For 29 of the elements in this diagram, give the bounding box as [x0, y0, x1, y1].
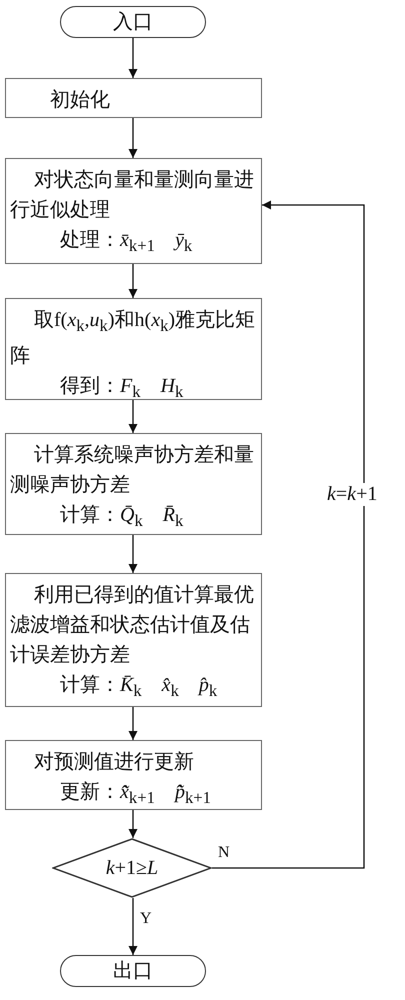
- step-text: 初始化: [49, 88, 111, 113]
- process-box: [5, 78, 262, 118]
- step-text: k+1≥L: [106, 856, 158, 881]
- process-box: [5, 158, 262, 264]
- process-box: [5, 573, 262, 707]
- formula-text: 计算：Q̄$_{k}$ R̄$_{k}$: [59, 503, 184, 532]
- arrow: [128, 535, 138, 573]
- loop-label: k=k+1: [327, 483, 378, 506]
- process-box: [5, 298, 262, 400]
- arrow: [128, 810, 138, 838]
- process-box: [5, 433, 262, 535]
- step-text: 取f(x$_{k}$,u$_{k}$)和h(x$_{k}$)雅克比矩阵: [10, 308, 256, 369]
- formula-text: 处理：x̄$_{k+1}$ ȳ$_{k}$: [59, 228, 194, 257]
- process-box: [5, 740, 262, 810]
- formula-text: 更新：x̂̃$_{k+1}$ p̂̃$_{k+1}$: [59, 780, 212, 809]
- step-text: 计算系统噪声协方差和量测噪声协方差: [10, 443, 255, 498]
- formula-text: 得到：F$_{k}$ H$_{k}$: [59, 374, 184, 403]
- arrow: [128, 38, 138, 78]
- arrow: [128, 118, 138, 158]
- arrow: [128, 264, 138, 298]
- arrow: [128, 898, 138, 955]
- step-text: 入口: [113, 10, 153, 35]
- step-text: 出口: [113, 959, 153, 984]
- decision-diamond: [52, 838, 212, 898]
- step-text: 对预测值进行更新: [33, 750, 195, 775]
- arrow: [128, 400, 138, 433]
- formula-text: 计算：K̄$_{k}$ x̂$_{k}$ p̂$_{k}$: [59, 673, 218, 702]
- arrow: [128, 707, 138, 740]
- arrow: [212, 200, 365, 869]
